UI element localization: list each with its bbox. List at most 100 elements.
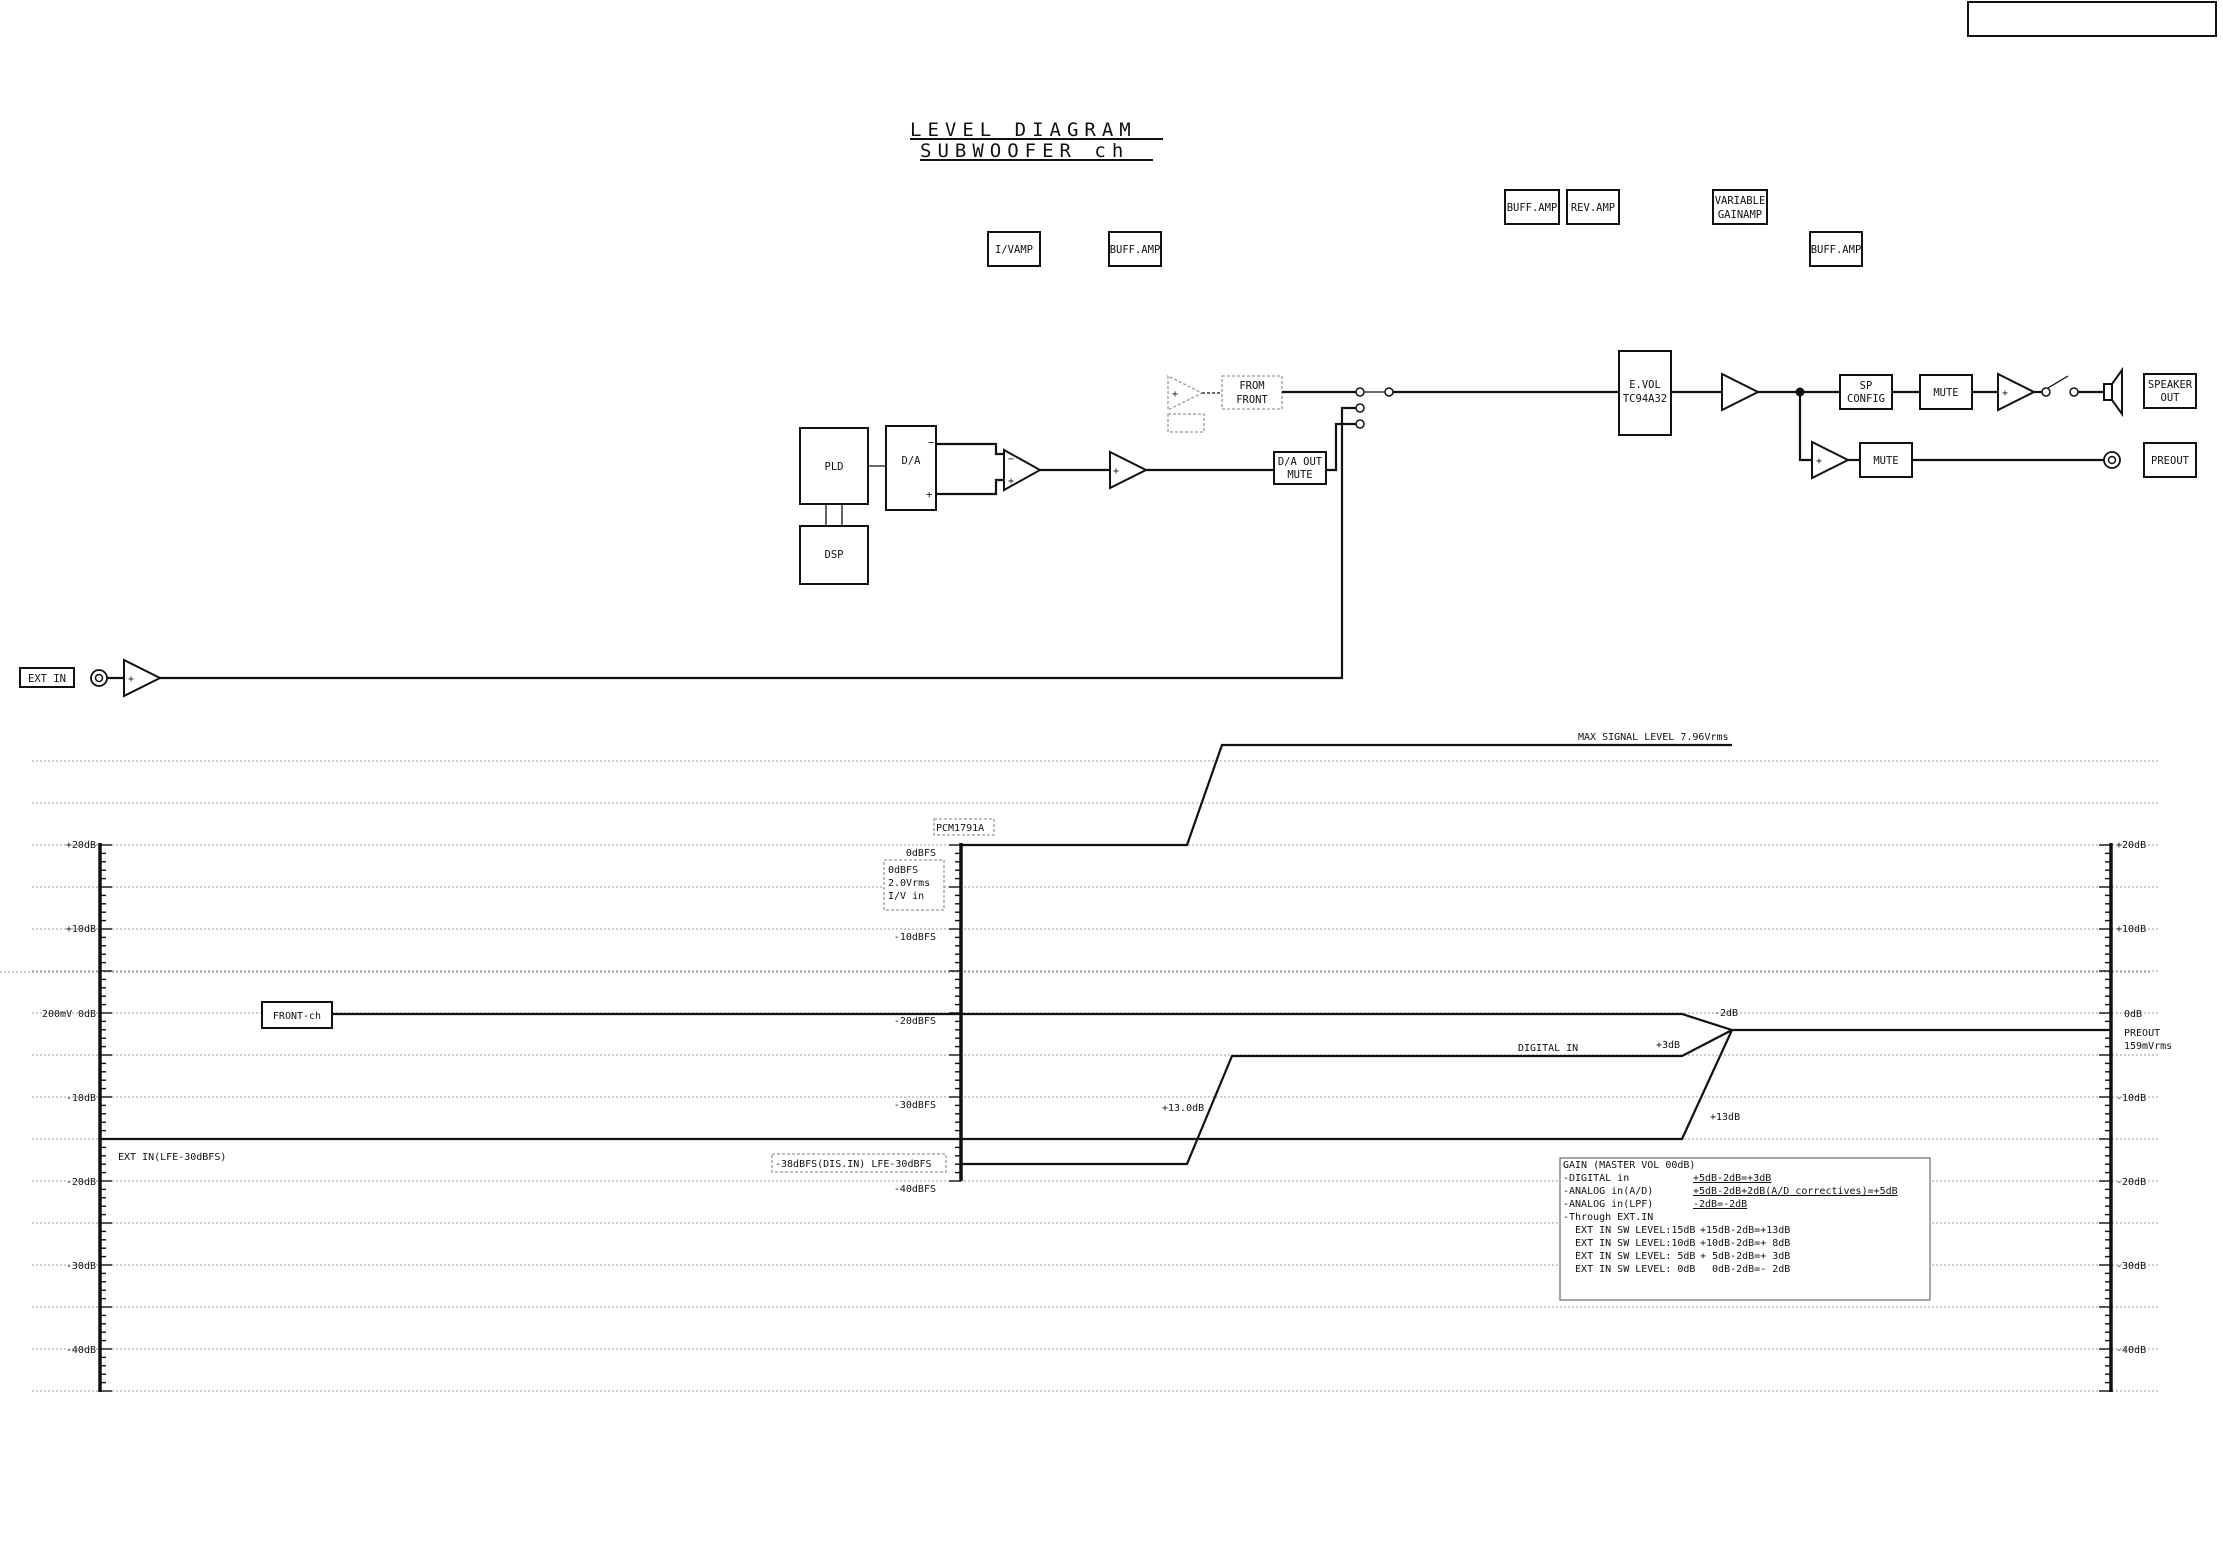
gain-value-2: -2dB=-2dB (1693, 1199, 1747, 1210)
scale-right-minus40: -40dB (2116, 1345, 2146, 1356)
ext-in-lfe-label: EXT IN(LFE-30dBFS) (118, 1152, 226, 1163)
scale-left-0: 0dB (78, 1009, 96, 1020)
gain-row-3: -ANALOG in(LPF) (1563, 1199, 1653, 1210)
svg-text:-38dBFS(DIS.IN) LFE-30dBFS: -38dBFS(DIS.IN) LFE-30dBFS (775, 1159, 932, 1170)
scale-left-minus20: -20dB (66, 1177, 96, 1188)
pld-block: PLD (799, 427, 869, 505)
minus2db-label: -2dB (1714, 1008, 1738, 1019)
preout-buff-amp-symbol: + (1811, 440, 1851, 480)
svg-text:BUFF.AMP: BUFF.AMP (1110, 244, 1161, 256)
sp-config-block: SP CONFIG (1839, 374, 1893, 410)
scale-right-minus30: -30dB (2116, 1261, 2146, 1272)
plus13-0db-label: +13.0dB (1162, 1103, 1204, 1114)
svg-text:D/A OUT: D/A OUT (1278, 456, 1323, 468)
stage-label-rev-amp: REV.AMP (1566, 189, 1620, 225)
from-front-amp-symbol: + (1167, 374, 1222, 433)
diagram-title: LEVEL DIAGRAM SUBWOOFER ch (910, 119, 1163, 162)
stage-label-buff-amp-3: BUFF.AMP (1809, 231, 1863, 267)
svg-text:GAINAMP: GAINAMP (1718, 209, 1762, 221)
ext-in-label: EXT IN (19, 667, 75, 688)
da-out-mute-block: D/A OUT MUTE (1273, 451, 1327, 485)
gain-row-6: EXT IN SW LEVEL:10dB (1563, 1238, 1695, 1249)
scale-left-minus10: -10dB (66, 1093, 96, 1104)
svg-text:DSP: DSP (825, 549, 844, 561)
ext-in-jack-icon (90, 669, 108, 687)
svg-text:MUTE: MUTE (1287, 469, 1312, 481)
dsp-block: DSP (799, 525, 869, 585)
svg-text:−: − (1008, 454, 1014, 465)
svg-text:SP: SP (1860, 380, 1873, 392)
scale-left-plus20: +20dB (66, 840, 96, 851)
svg-text:I/VAMP: I/VAMP (995, 244, 1033, 256)
svg-text:+: + (1008, 476, 1014, 487)
mid-scale-minus10dbfs: -10dBFS (894, 932, 936, 943)
svg-text:FRONT-ch: FRONT-ch (273, 1011, 321, 1022)
evol-block: E.VOL TC94A32 (1618, 350, 1672, 436)
ext-in-trace (100, 1029, 1733, 1141)
preout-label: PREOUT (2143, 442, 2197, 478)
da-converter-block: D/A − + (885, 425, 937, 511)
gain-row-5: EXT IN SW LEVEL:15dB (1563, 1225, 1695, 1236)
mid-scale-0dbfs: 0dBFS (906, 848, 936, 859)
gain-value-3: +15dB-2dB=+13dB (1700, 1225, 1790, 1236)
digital-in-label: DIGITAL IN (1518, 1043, 1578, 1054)
left-scale-ticks (100, 844, 112, 1392)
svg-text:+: + (926, 489, 932, 501)
mid-scale-minus40dbfs: -40dBFS (894, 1184, 936, 1195)
svg-text:+: + (128, 674, 134, 685)
svg-text:D/A: D/A (902, 455, 922, 467)
stage-label-buff-amp-2: BUFF.AMP (1504, 189, 1560, 225)
mid-scale-minus20dbfs: -20dBFS (894, 1016, 936, 1027)
stage-label-ivamp: I/VAMP (987, 231, 1041, 267)
svg-text:MUTE: MUTE (1873, 455, 1898, 467)
svg-text:I/V in: I/V in (888, 891, 924, 902)
digital-in-trace (961, 1029, 1733, 1166)
preout-level-label: PREOUT (2124, 1028, 2160, 1039)
from-front-block: FROM FRONT (1221, 375, 1283, 410)
svg-text:PCM1791A: PCM1791A (936, 823, 984, 834)
plus3db-label: +3dB (1656, 1040, 1680, 1051)
dbfs-note-box: 0dBFS 2.0Vrms I/V in (883, 859, 945, 911)
svg-text:TC94A32: TC94A32 (1623, 393, 1667, 405)
stage-label-variable-gainamp: VARIABLE GAINAMP (1712, 189, 1768, 225)
input-selector-switch (1355, 387, 1394, 429)
gain-value-5: + 5dB-2dB=+ 3dB (1700, 1251, 1790, 1262)
iv-amp-symbol: − + (1003, 448, 1043, 492)
speaker-out-label: SPEAKER OUT (2143, 373, 2197, 409)
scale-right-plus10: +10dB (2116, 924, 2146, 935)
scale-left-zero-prefix: 200mV (42, 1009, 72, 1020)
svg-text:SPEAKER: SPEAKER (2148, 379, 2193, 391)
svg-text:+: + (1113, 466, 1119, 477)
title-block-frame (1967, 1, 2217, 37)
svg-text:−: − (928, 437, 934, 449)
svg-text:FRONT: FRONT (1236, 394, 1268, 406)
svg-text:FROM: FROM (1239, 380, 1264, 392)
power-amp-symbol: + (1997, 372, 2037, 412)
svg-text:PREOUT: PREOUT (2151, 455, 2190, 467)
scale-left-plus10: +10dB (66, 924, 96, 935)
svg-text:CONFIG: CONFIG (1847, 393, 1885, 405)
scale-right-plus20: +20dB (2116, 840, 2146, 851)
front-ch-label: FRONT-ch (261, 1001, 333, 1029)
mute-block-2: MUTE (1859, 442, 1913, 478)
gain-row-4: -Through EXT.IN (1563, 1212, 1653, 1223)
level-chart: +20dB +10dB 200mV 0dB -10dB -20dB -30dB … (0, 732, 2172, 1392)
svg-text:BUFF.AMP: BUFF.AMP (1507, 202, 1558, 214)
gain-row-1: -DIGITAL in (1563, 1173, 1629, 1184)
front-ch-trace (332, 1012, 2111, 1032)
gain-row-0: GAIN (MASTER VOL 00dB) (1563, 1160, 1695, 1171)
title-line-1: LEVEL DIAGRAM (910, 119, 1137, 141)
gain-table: GAIN (MASTER VOL 00dB) -DIGITAL in -ANAL… (1559, 1157, 1931, 1301)
gain-row-8: EXT IN SW LEVEL: 0dB (1563, 1264, 1695, 1275)
max-signal-label: MAX SIGNAL LEVEL 7.96Vrms (1578, 732, 1729, 743)
svg-text:MUTE: MUTE (1933, 387, 1958, 399)
mid-scale-minus30dbfs: -30dBFS (894, 1100, 936, 1111)
svg-text:+: + (1172, 389, 1178, 400)
gain-value-6: 0dB-2dB=- 2dB (1700, 1264, 1790, 1275)
scale-left-minus40: -40dB (66, 1345, 96, 1356)
right-scale-ticks (2099, 844, 2111, 1392)
gain-value-4: +10dB-2dB=+ 8dB (1700, 1238, 1790, 1249)
ext-in-amp-symbol: + (123, 658, 163, 698)
svg-text:EXT IN: EXT IN (28, 673, 66, 685)
